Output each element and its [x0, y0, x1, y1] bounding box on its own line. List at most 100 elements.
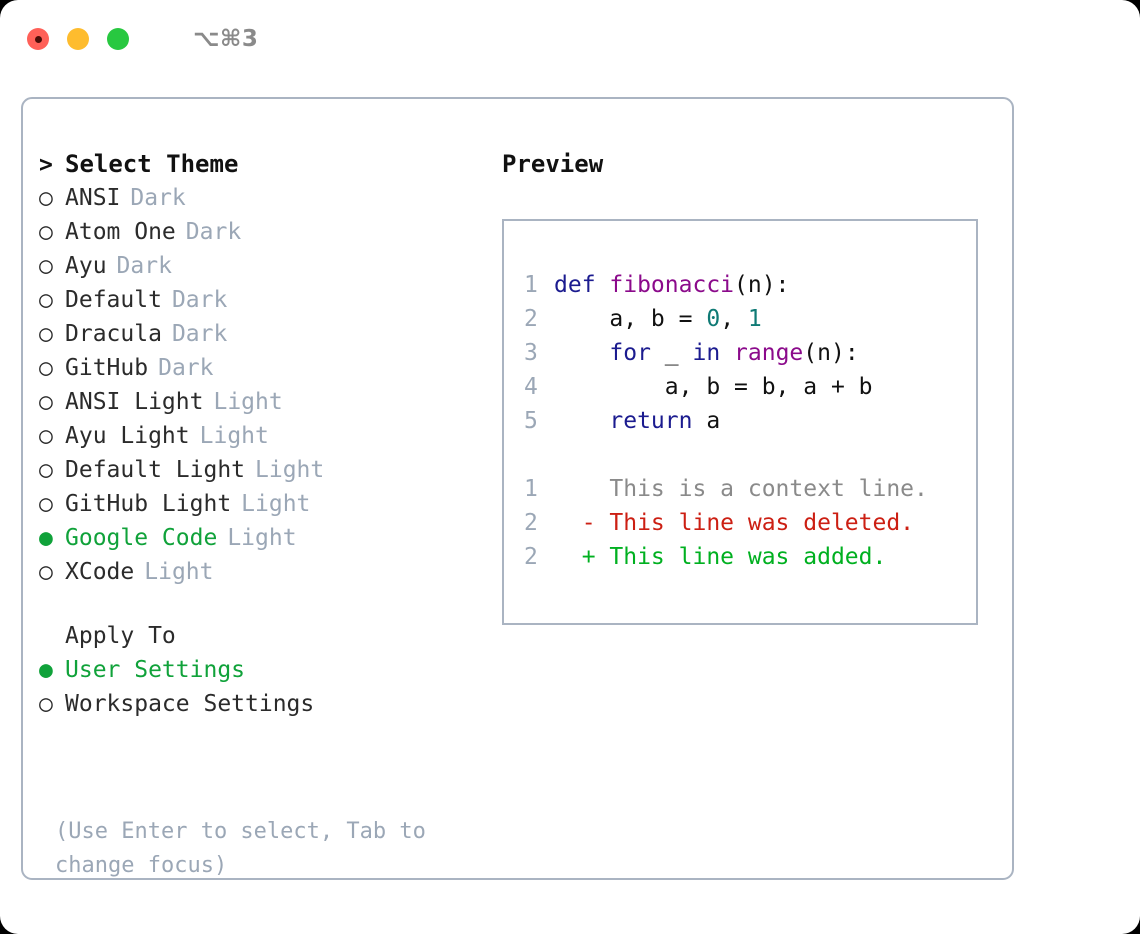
- theme-list-item[interactable]: ○ Default Light Light: [39, 453, 499, 487]
- theme-name-label: GitHub: [65, 355, 149, 381]
- line-number: 2: [524, 510, 538, 536]
- theme-name-label: Google Code: [65, 525, 218, 551]
- radio-selected-icon: ●: [39, 657, 53, 683]
- code-line-text: a, b = b, a + b: [554, 370, 873, 404]
- code-line-text: a, b = 0, 1: [554, 302, 762, 336]
- apply-to-title-row: Apply To: [39, 619, 499, 653]
- theme-variant-badge: Dark: [158, 355, 214, 381]
- diff-line-text: This line was added.: [595, 544, 887, 570]
- maximize-button[interactable]: [107, 28, 129, 50]
- apply-to-title: Apply To: [65, 623, 176, 649]
- code-token-plain: a: [692, 408, 721, 434]
- caret-icon: >: [39, 152, 53, 178]
- theme-list-item[interactable]: ○ ANSI Dark: [39, 181, 499, 215]
- code-token-fn: range: [734, 340, 804, 366]
- theme-variant-badge: Light: [144, 559, 214, 585]
- line-number: 1: [524, 272, 538, 298]
- code-token-plain: [720, 340, 734, 366]
- minimize-button[interactable]: [67, 28, 89, 50]
- title-bar: ⌥⌘3: [0, 0, 1140, 78]
- code-token-plain: _: [650, 340, 693, 366]
- radio-unselected-icon: ○: [39, 559, 53, 585]
- code-token-num: 0: [706, 306, 721, 332]
- theme-variant-badge: Light: [255, 457, 325, 483]
- diff-marker: [554, 472, 596, 506]
- theme-variant-badge: Dark: [116, 253, 172, 279]
- diff-line-text: This line was deleted.: [595, 510, 915, 536]
- diff-line: 2 + This line was added.: [524, 540, 976, 574]
- code-token-fn: fibonacci: [609, 272, 735, 298]
- line-number: 2: [524, 544, 538, 570]
- radio-unselected-icon: ○: [39, 457, 53, 483]
- theme-name-label: Default Light: [65, 457, 246, 483]
- code-line: 2 a, b = 0, 1: [524, 302, 976, 336]
- diff-line-text: This is a context line.: [595, 476, 928, 502]
- code-token-plain: a, b = b, a + b: [554, 374, 873, 400]
- diff-sample: 1 This is a context line.2 - This line w…: [524, 472, 976, 574]
- code-line: 1 def fibonacci(n):: [524, 268, 976, 302]
- radio-unselected-icon: ○: [39, 691, 53, 717]
- theme-name-label: ANSI: [65, 185, 121, 211]
- diff-marker: +: [554, 544, 596, 570]
- line-number: 4: [524, 374, 538, 400]
- code-diff-separator: [524, 438, 976, 472]
- theme-variant-badge: Dark: [130, 185, 186, 211]
- line-number: 2: [524, 306, 538, 332]
- radio-unselected-icon: ○: [39, 219, 53, 245]
- code-token-kw: def: [554, 272, 610, 298]
- code-token-plain: (n):: [803, 340, 859, 366]
- diff-line: 1 This is a context line.: [524, 472, 976, 506]
- page-title: Select Theme: [65, 150, 239, 178]
- recording-dot-icon: [34, 35, 42, 43]
- theme-name-label: Dracula: [65, 321, 162, 347]
- theme-picker-title-row: > Select Theme: [39, 147, 499, 181]
- apply-to-title-spacer: [39, 619, 65, 653]
- code-line: 5 return a: [524, 404, 976, 438]
- code-token-kw: for: [609, 340, 651, 366]
- radio-unselected-icon: ○: [39, 355, 53, 381]
- code-token-plain: [554, 408, 609, 434]
- diff-line: 2 - This line was deleted.: [524, 506, 976, 540]
- theme-list-item[interactable]: ○ GitHub Dark: [39, 351, 499, 385]
- radio-unselected-icon: ○: [39, 321, 53, 347]
- radio-unselected-icon: ○: [39, 491, 53, 517]
- line-number: 5: [524, 408, 538, 434]
- radio-unselected-icon: ○: [39, 389, 53, 415]
- apply-to-section: Apply To ● User Settings ○ Workspace Settin…: [39, 619, 499, 721]
- theme-variant-badge: Dark: [185, 219, 242, 245]
- radio-unselected-icon: ○: [39, 423, 53, 449]
- theme-list-item[interactable]: ○ Atom One Dark: [39, 215, 499, 249]
- apply-to-option[interactable]: ● User Settings: [39, 653, 499, 687]
- apply-to-option-label: User Settings: [65, 657, 246, 683]
- apply-to-option[interactable]: ○ Workspace Settings: [39, 687, 499, 721]
- code-line-text: for _ in range(n):: [554, 336, 859, 370]
- theme-variant-badge: Light: [199, 423, 269, 449]
- theme-list-item[interactable]: ○ Ayu Light Light: [39, 419, 499, 453]
- code-token-num: 1: [747, 306, 762, 332]
- theme-name-label: Ayu Light: [65, 423, 190, 449]
- theme-name-label: GitHub Light: [65, 491, 232, 517]
- apply-to-list: ● User Settings ○ Workspace Settings: [39, 653, 499, 721]
- radio-unselected-icon: ○: [39, 185, 53, 211]
- preview-title: Preview: [502, 150, 604, 178]
- code-line: 3 for _ in range(n):: [524, 336, 976, 370]
- code-line-text: def fibonacci(n):: [554, 268, 789, 302]
- apply-to-option-label: Workspace Settings: [65, 691, 315, 717]
- code-line-text: return a: [554, 404, 720, 438]
- code-token-plain: [554, 340, 609, 366]
- theme-variant-badge: Light: [227, 525, 297, 551]
- close-button[interactable]: [27, 28, 49, 50]
- theme-name-label: Atom One: [65, 219, 176, 245]
- diff-marker: -: [554, 510, 596, 536]
